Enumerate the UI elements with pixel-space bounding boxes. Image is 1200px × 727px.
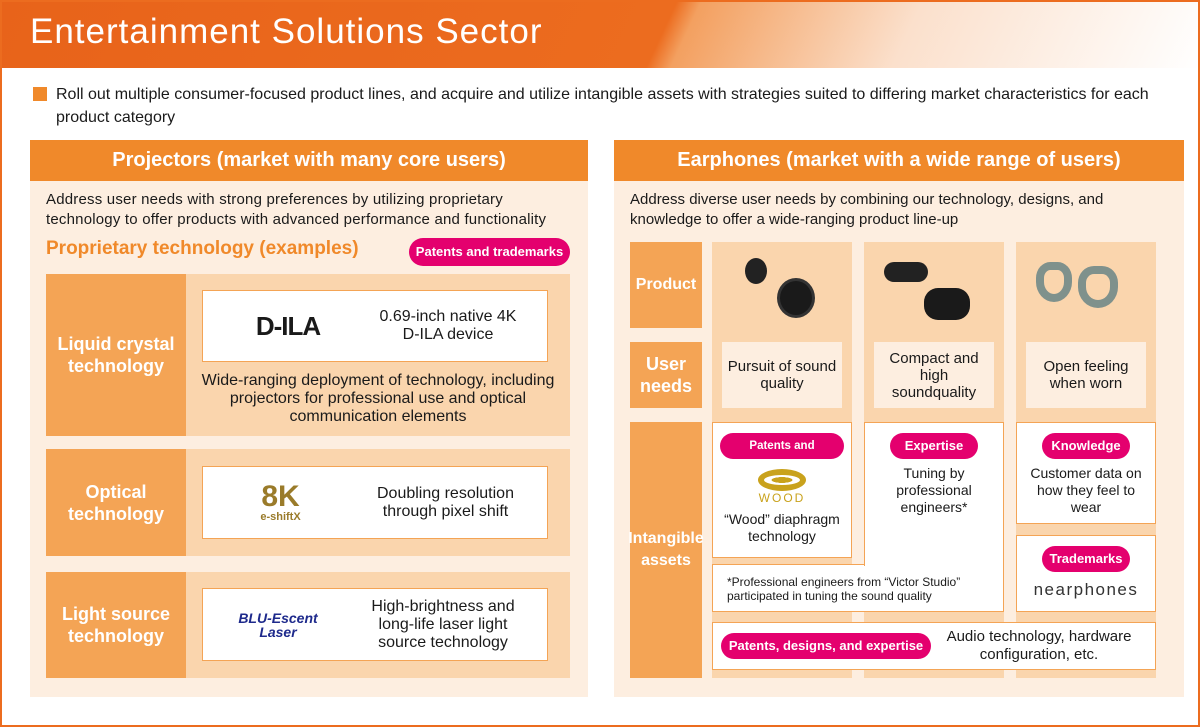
dila-text: 0.69-inch native 4K D-ILA device [379, 308, 517, 343]
intro-text: Roll out multiple consumer-focused produ… [56, 86, 1149, 126]
asset-wood: Patents and trademarks WOOD “Wood” diaph… [712, 422, 852, 558]
bluescent-text: High-brightness and long-life laser ligh… [371, 597, 515, 651]
page-title: Entertainment Solutions Sector [30, 12, 543, 51]
earphones-heading: Earphones (market with a wide range of u… [614, 140, 1184, 181]
projectors-heading: Projectors (market with many core users) [30, 140, 588, 181]
row-label-needs: User needs [630, 342, 702, 408]
row-label-assets: Intangible assets [628, 422, 704, 678]
eshift-text: Doubling resolution through pixel shift [377, 484, 514, 520]
asset-bottom: Patents, designs, and expertise Audio te… [712, 622, 1156, 670]
asset-badge: Patents, designs, and expertise [721, 633, 931, 659]
row-label-product: Product [630, 242, 702, 328]
projectors-desc: Address user needs with strong preferenc… [46, 191, 547, 228]
asset-expertise: Expertise Tuning by professional enginee… [864, 422, 1004, 566]
asset-trademarks: Trademarks nearphones [1016, 535, 1156, 612]
eshift-logo-sub: e-shiftX [260, 511, 301, 523]
bluescent-logo-sub: Laser [259, 623, 297, 640]
bullet-icon [33, 87, 47, 101]
asset-text: Audio technology, hardware configuration… [946, 628, 1132, 663]
earphones-desc: Address diverse user needs by combining … [630, 191, 1104, 228]
asset-text: Customer data on how they feel to wear [1030, 465, 1142, 515]
asset-text: “Wood” diaphragm technology [724, 511, 840, 544]
asset-text: Tuning by professional engineers* [896, 465, 972, 515]
nearphones-logo: nearphones [1033, 580, 1139, 599]
row-label-light-source: Light source technology [46, 572, 186, 678]
asset-knowledge: Knowledge Customer data on how they feel… [1016, 422, 1156, 524]
row-label-optical: Optical technology [46, 449, 186, 556]
dila-box: D-ILA 0.69-inch native 4K D-ILA device [202, 290, 548, 362]
need-2: Compact and high soundquality [874, 342, 994, 408]
asset-badge: Knowledge [1042, 433, 1130, 459]
asset-badge: Expertise [890, 433, 978, 459]
need-1: Pursuit of sound quality [722, 342, 842, 408]
asset-badge: Patents and trademarks [720, 433, 844, 478]
patents-badge: Patents and trademarks [409, 238, 570, 266]
row-label-liquid-crystal: Liquid crystal technology [46, 274, 186, 436]
eshift-logo-main: 8K [261, 480, 300, 513]
header-bar: Entertainment Solutions Sector [0, 0, 1200, 68]
dila-note: Wide-ranging deployment of technology, i… [201, 372, 555, 425]
need-3: Open feeling when worn [1026, 342, 1146, 408]
bluescent-logo-main: BLU-Escent [238, 609, 318, 626]
wood-logo-icon [758, 469, 806, 491]
proprietary-subheading: Proprietary technology (examples) [46, 238, 359, 259]
asset-badge: Trademarks [1042, 546, 1130, 572]
wood-logo-text: WOOD [758, 491, 806, 505]
footnote-box: *Professional engineers from “Victor Stu… [712, 564, 1004, 612]
dila-logo: D-ILA [255, 310, 321, 341]
footnote-text: *Professional engineers from “Victor Stu… [727, 575, 961, 603]
